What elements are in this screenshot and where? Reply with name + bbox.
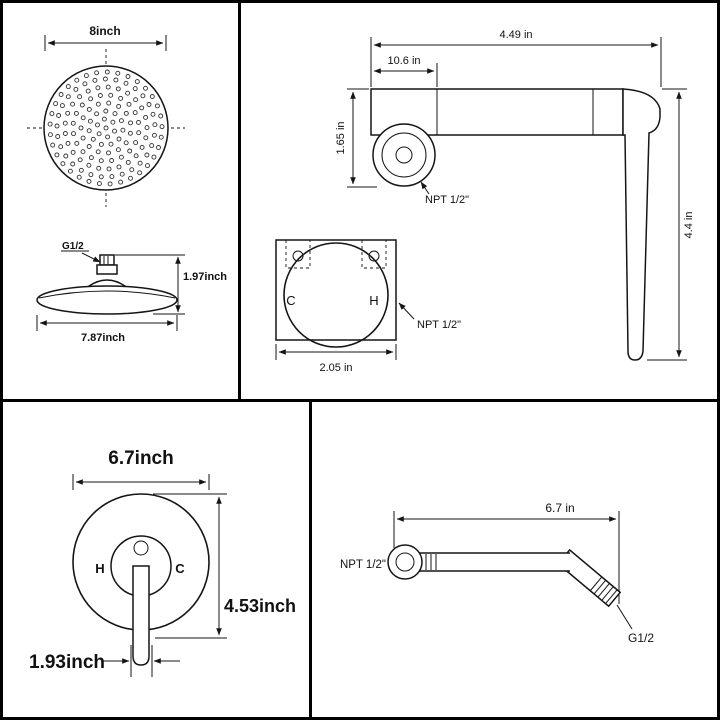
dim-plate-width: 2.05 in bbox=[275, 344, 397, 374]
trim-front-view: H C bbox=[72, 493, 210, 666]
dim-arm-length: 6.7 in bbox=[393, 501, 620, 604]
dim-head-height: 1.97inch bbox=[115, 254, 227, 315]
panel-shower-arm: 6.7 in NPT 1/2" bbox=[312, 402, 717, 717]
screw-hole-right bbox=[368, 250, 380, 262]
trim-handle bbox=[132, 565, 150, 666]
trim-drawing: 6.7inch H C 4.53inch bbox=[29, 448, 296, 677]
dim-valve-body: 10.6 in bbox=[373, 55, 438, 87]
dim-label-valve-overall: 4.49 in bbox=[499, 29, 532, 41]
valve-plate-front-view: C H bbox=[275, 239, 397, 348]
shower-head-face bbox=[43, 65, 169, 191]
dim-label-head-height: 1.97inch bbox=[183, 271, 227, 283]
thread-label-arm-wall: NPT 1/2" bbox=[340, 559, 386, 571]
shower-head-side-view: G1/2 bbox=[36, 241, 178, 315]
dim-label-valve-handle-length: 4.4 in bbox=[683, 212, 695, 239]
dim-label-valve-body: 10.6 in bbox=[387, 55, 420, 67]
arm-head-thread: G1/2 bbox=[616, 604, 654, 645]
head-body bbox=[36, 285, 178, 315]
thread-label-g12: G1/2 bbox=[62, 241, 84, 252]
hot-port-label: H bbox=[369, 293, 378, 308]
valve-handle bbox=[622, 88, 661, 361]
thread-label-arm-head: G1/2 bbox=[628, 631, 654, 645]
spray-nozzles bbox=[47, 69, 165, 187]
arm-side-view bbox=[387, 544, 622, 608]
mounting-plate bbox=[275, 239, 397, 341]
panel-valve: 4.49 in 10.6 in bbox=[241, 3, 717, 402]
dim-label-handle-width: 1.93inch bbox=[29, 652, 105, 673]
dim-trim-height: 4.53inch bbox=[153, 493, 296, 639]
dim-valve-handle-length: 4.4 in bbox=[647, 88, 695, 361]
dim-handle-width: 1.93inch bbox=[29, 645, 180, 677]
shower-arm-drawing: 6.7 in NPT 1/2" bbox=[340, 501, 654, 645]
thread-label-valve-inlet: NPT 1/2" bbox=[425, 194, 469, 206]
dim-valve-inlet-height: 1.65 in bbox=[335, 88, 377, 188]
valve-cartridge-circle bbox=[283, 242, 389, 348]
dim-head-diameter: 8inch bbox=[44, 24, 167, 51]
dim-label-trim-height: 4.53inch bbox=[224, 596, 296, 616]
dim-label-arm-length: 6.7 in bbox=[545, 501, 574, 515]
valve-plate-thread: NPT 1/2" bbox=[398, 302, 461, 331]
thread-label-valve-plate: NPT 1/2" bbox=[417, 319, 461, 331]
valve-inlet-thread: NPT 1/2" bbox=[420, 181, 469, 206]
head-connector bbox=[96, 254, 118, 275]
shower-head-top-view bbox=[27, 49, 185, 207]
dim-valve-overall: 4.49 in bbox=[370, 29, 662, 87]
dim-head-width: 7.87inch bbox=[36, 315, 178, 344]
screw-hole-left bbox=[292, 250, 304, 262]
dim-label-head-width: 7.87inch bbox=[81, 332, 125, 344]
dim-label-trim-diameter: 6.7inch bbox=[108, 448, 173, 469]
dim-label-head-diameter: 8inch bbox=[89, 24, 120, 38]
arm-flange bbox=[387, 544, 423, 580]
handle-pivot bbox=[133, 540, 149, 556]
valve-side-view bbox=[370, 88, 661, 361]
cold-label: C bbox=[175, 561, 185, 576]
panel-shower-head: 8inch G1/2 bbox=[3, 3, 241, 402]
hot-label: H bbox=[95, 561, 104, 576]
valve-drawing: 4.49 in 10.6 in bbox=[275, 29, 695, 374]
cold-port-label: C bbox=[286, 293, 295, 308]
arm-straight-section bbox=[412, 552, 570, 572]
dim-trim-diameter: 6.7inch bbox=[72, 448, 210, 490]
dim-label-plate-width: 2.05 in bbox=[319, 362, 352, 374]
panel-trim: 6.7inch H C 4.53inch bbox=[3, 402, 312, 717]
dim-label-valve-inlet-height: 1.65 in bbox=[335, 121, 347, 154]
shower-head-drawing: 8inch G1/2 bbox=[27, 24, 227, 344]
